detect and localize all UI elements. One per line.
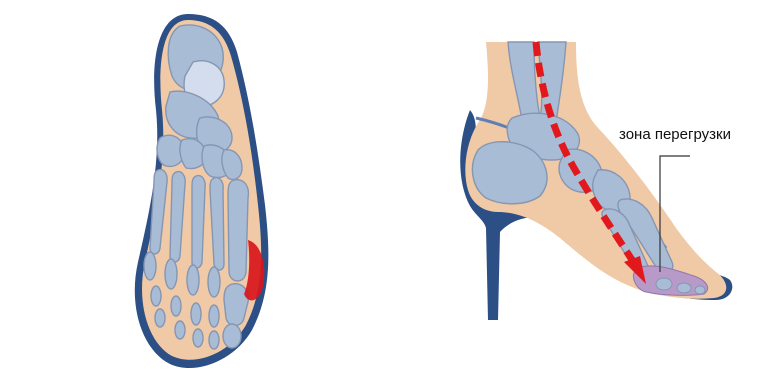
- overload-zone-label: зона перегрузки: [619, 126, 731, 143]
